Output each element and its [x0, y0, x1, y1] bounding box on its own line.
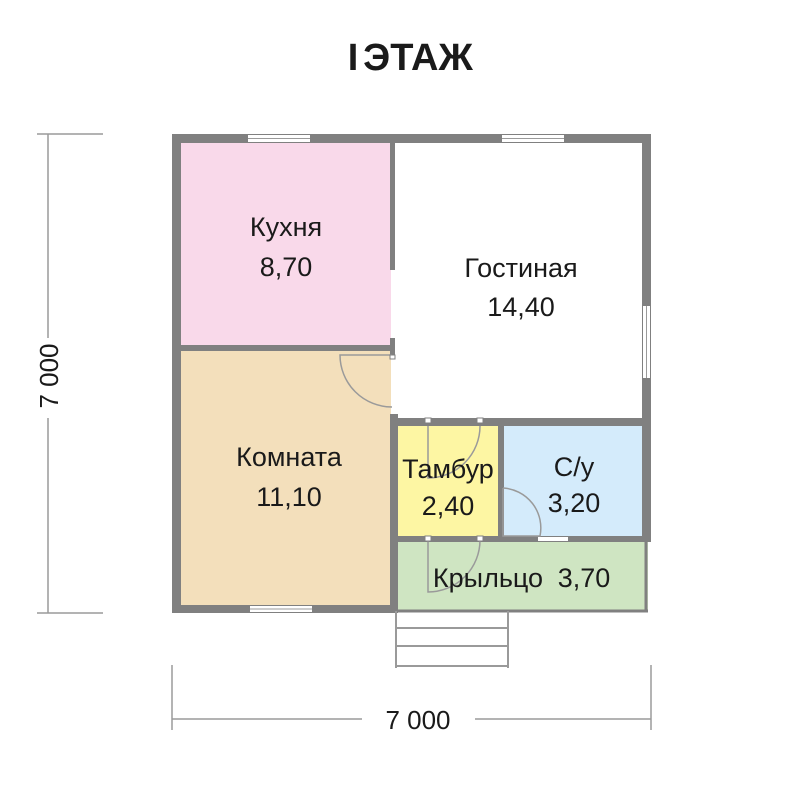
height-dimension-label: 7 000 [34, 343, 64, 408]
porch-name: Крыльцо [433, 563, 543, 593]
bathroom-area: 3,20 [548, 488, 601, 518]
window-frames [248, 138, 647, 610]
vestibule-name: Тамбур [402, 454, 494, 484]
interior-walls [181, 143, 651, 613]
room-fill [181, 350, 391, 605]
vestibule-fill [398, 425, 499, 536]
kitchen-name: Кухня [250, 212, 322, 242]
porch-area: 3,70 [558, 563, 611, 593]
kitchen-fill [181, 143, 391, 346]
vestibule-area: 2,40 [422, 491, 475, 521]
kitchen-area: 8,70 [260, 252, 313, 282]
room-name: Комната [236, 442, 343, 472]
living-fill [395, 143, 642, 421]
doors [339, 354, 542, 593]
width-dimension-label: 7 000 [385, 705, 450, 735]
living-name: Гостиная [464, 253, 577, 283]
porch-fill [398, 541, 648, 611]
bathroom-name: С/у [554, 452, 595, 482]
porch-railing [398, 542, 648, 613]
floor-number: I [348, 37, 359, 79]
porch-steps [395, 611, 509, 668]
door-jambs [389, 354, 484, 542]
floor-title: ЭТАЖ [363, 37, 473, 79]
bathroom-fill [503, 425, 642, 536]
height-dimension [37, 133, 103, 614]
room-area: 11,10 [256, 482, 322, 512]
width-dimension [171, 665, 652, 730]
living-area: 14,40 [487, 292, 555, 322]
